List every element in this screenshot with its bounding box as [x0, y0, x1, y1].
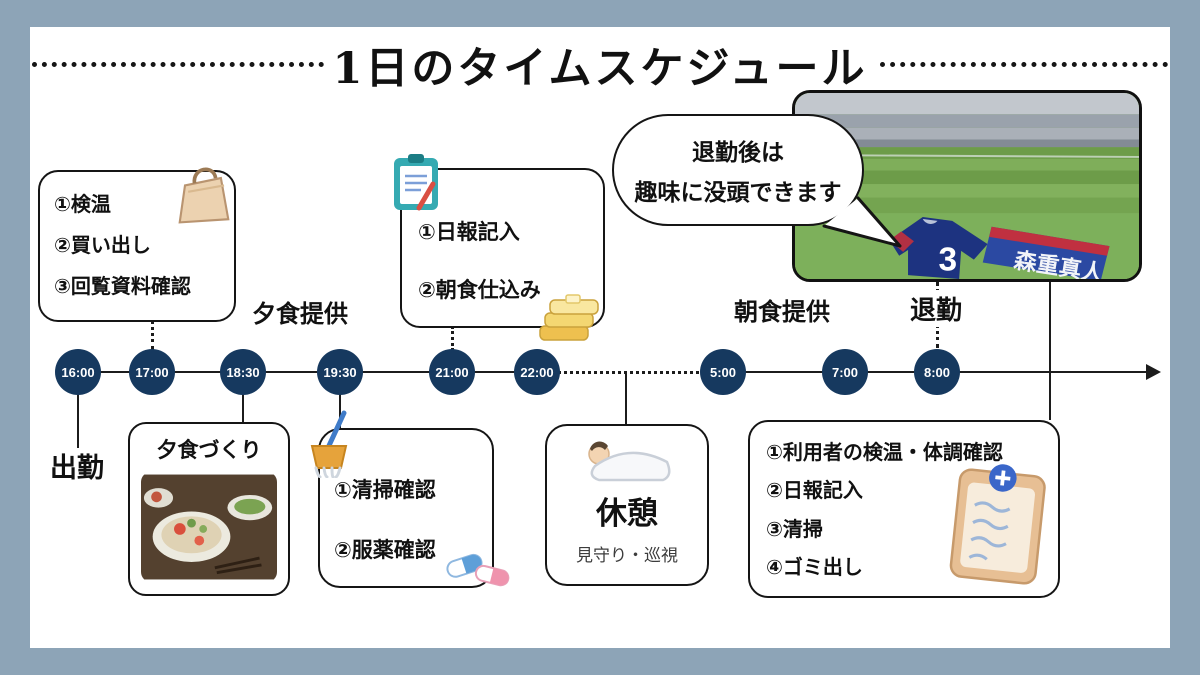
- timeline-arrow-icon: [1146, 364, 1161, 380]
- node-time: 7:00: [831, 364, 859, 380]
- timeline-node-1700: 17:00: [129, 349, 175, 395]
- task-item: ②朝食仕込み: [418, 279, 541, 302]
- node-time: 16:00: [61, 364, 95, 380]
- speech-line: 趣味に没頭できます: [634, 179, 842, 205]
- leave-work-label: 退勤: [905, 290, 968, 327]
- page-title: 1日のタイムスケジュール: [332, 44, 868, 94]
- evening-tasks-box: ①検温 ②買い出し ③回覧資料確認: [38, 170, 236, 322]
- timeline-node-1930: 19:30: [317, 349, 363, 395]
- clipboard-icon: [394, 154, 438, 211]
- dinner-title: 夕食づくり: [156, 439, 262, 462]
- task-item: ②服薬確認: [334, 539, 436, 562]
- timeline-node-2200: 22:00: [514, 349, 560, 395]
- task-item: ③回覧資料確認: [54, 276, 191, 298]
- connector-evening-tasks: [151, 320, 154, 350]
- break-subtitle: 見守り・巡視: [576, 546, 678, 565]
- node-time: 5:00: [709, 364, 737, 380]
- task-item: ②日報記入: [766, 480, 863, 503]
- timeline-solid-left: [70, 371, 545, 373]
- task-item: ④ゴミ出し: [766, 557, 863, 580]
- timeline-dotted-gap: [545, 371, 717, 374]
- sleeping-icon: [588, 441, 671, 482]
- connector-dinner-box: [242, 394, 244, 424]
- speech-bubble: 退勤後は 趣味に没頭できます: [612, 114, 864, 226]
- title-divider-right: [880, 62, 1168, 67]
- node-time: 17:00: [135, 364, 169, 380]
- node-time: 18:30: [226, 364, 260, 380]
- timeline-node-1830: 18:30: [220, 349, 266, 395]
- timeline-node-0500: 5:00: [700, 349, 746, 395]
- speech-bubble-tail: [822, 196, 902, 248]
- task-item: ①検温: [54, 194, 111, 216]
- connector-photo-morning-box: [1049, 282, 1051, 420]
- pills-icon: [446, 553, 510, 587]
- jersey-number: 3: [938, 241, 957, 278]
- dinner-box: 夕食づくり: [128, 422, 290, 596]
- node-time: 22:00: [520, 364, 554, 380]
- task-item: ①日報記入: [418, 221, 520, 244]
- task-item: ①清掃確認: [334, 479, 436, 502]
- speech-line: 退勤後は: [692, 139, 784, 165]
- clipboard-check-icon: [949, 464, 1046, 585]
- task-item: ②買い出し: [54, 235, 151, 257]
- connector-start-work: [77, 394, 79, 448]
- dinner-photo: [141, 474, 277, 580]
- timeline-node-1600: 16:00: [55, 349, 101, 395]
- timeline-node-0800: 8:00: [914, 349, 960, 395]
- timeline-node-2100: 21:00: [429, 349, 475, 395]
- start-work-label: 出勤: [50, 453, 104, 483]
- break-title: 休憩: [596, 496, 658, 531]
- connector-break-box: [625, 372, 627, 426]
- connector-cleaning-box: [339, 394, 341, 430]
- node-time: 21:00: [435, 364, 469, 380]
- node-time: 19:30: [323, 364, 357, 380]
- timeline-node-0700: 7:00: [822, 349, 868, 395]
- title-divider-left: [32, 62, 324, 67]
- dinner-serve-label: 夕食提供: [252, 301, 348, 328]
- breakfast-serve-label: 朝食提供: [734, 299, 830, 326]
- break-box: 休憩 見守り・巡視: [545, 424, 709, 586]
- task-item: ③清掃: [766, 518, 823, 541]
- toast-icon: [539, 294, 599, 341]
- shopping-bag-icon: [178, 167, 230, 224]
- task-item: ①利用者の検温・体調確認: [766, 442, 1003, 464]
- mop-bucket-icon: [310, 410, 348, 478]
- node-time: 8:00: [923, 364, 951, 380]
- connector-night-tasks: [451, 326, 454, 351]
